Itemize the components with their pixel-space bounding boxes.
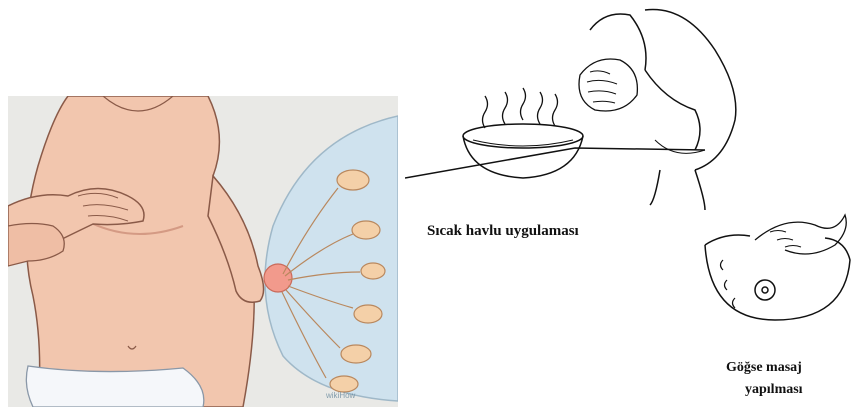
lobule-2 [352, 221, 380, 239]
caption-warm-towel: Sıcak havlu uygulaması [427, 223, 579, 240]
nipple-area [264, 264, 292, 292]
caption-breast-massage-line1: Göğse masaj [726, 360, 802, 376]
lobule-3 [361, 263, 385, 279]
caption-breast-massage-line2: yapılması [745, 382, 803, 398]
breast-massage-color-illustration [8, 96, 398, 407]
lobule-1 [337, 170, 369, 190]
person-applying-towel [590, 10, 736, 211]
warm-towel [579, 59, 637, 111]
watermark-text: wikiHow [326, 391, 355, 400]
towel-and-massage-line-drawing [405, 0, 867, 410]
lobule-6 [330, 376, 358, 392]
lobule-5 [341, 345, 371, 363]
hot-water-bowl [463, 124, 583, 178]
towel [26, 366, 204, 407]
steam-lines [483, 88, 558, 128]
breast-massage-diagram [705, 215, 850, 320]
lobule-4 [354, 305, 382, 323]
